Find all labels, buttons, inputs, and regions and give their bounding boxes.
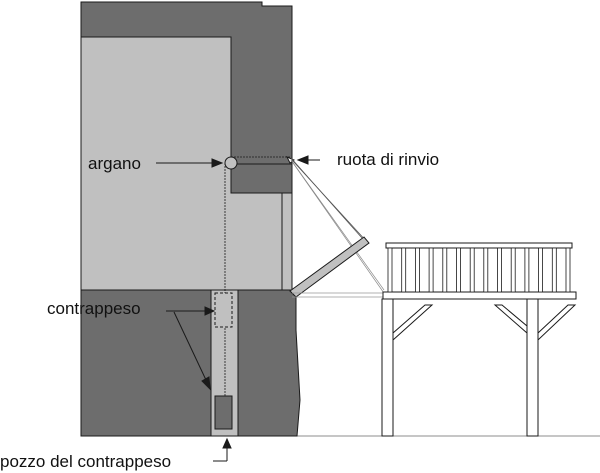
railing-post (387, 247, 393, 293)
railing-post (551, 247, 557, 293)
counterweights (214, 292, 233, 430)
railing-post (469, 247, 475, 293)
arrow-contrappeso-upper (204, 306, 216, 316)
railing-post (483, 247, 489, 293)
label-contrappeso: contrappeso (47, 299, 141, 318)
bridge-leaf-raised (289, 236, 370, 298)
railing-posts (387, 247, 571, 293)
chain-raised-2 (291, 159, 369, 244)
brace-right-b (537, 304, 577, 342)
annotation-leaders (156, 155, 320, 462)
railing-post (497, 247, 502, 293)
door-jamb (281, 192, 293, 291)
winch-drum (224, 156, 238, 170)
arrow-contrappeso-lower (201, 376, 211, 391)
chain-lowered-2 (290, 159, 387, 297)
railing-post (538, 247, 543, 293)
bridge-pier-left (381, 298, 394, 437)
railing-post (428, 247, 434, 293)
railing-post (456, 247, 461, 293)
railing-post (414, 247, 420, 293)
tower-wall (80, 1, 301, 437)
arrow-argano (211, 158, 224, 168)
bridge-pier-right (526, 298, 539, 437)
bridge-deck (382, 291, 577, 300)
railing-post (401, 247, 407, 293)
railing-post (510, 247, 516, 293)
arrow-rinvio (296, 155, 309, 165)
label-ruota-di-rinvio: ruota di rinvio (337, 150, 440, 169)
label-argano: argano (88, 154, 141, 173)
arrow-pozzo (222, 437, 232, 449)
counterweight-lower (214, 395, 233, 430)
railing-post (565, 247, 571, 293)
railing-post (524, 247, 530, 293)
drawbridge (289, 157, 388, 298)
brace-left-a (392, 304, 434, 342)
railing-top (385, 242, 573, 249)
winch-ledge (230, 163, 293, 194)
label-pozzo-del-contrappeso: pozzo del contrappeso (0, 452, 172, 471)
counterweight-upper (214, 292, 233, 328)
railing-post (442, 247, 448, 293)
brace-right-a (493, 304, 528, 335)
fixed-bridge (381, 242, 577, 437)
